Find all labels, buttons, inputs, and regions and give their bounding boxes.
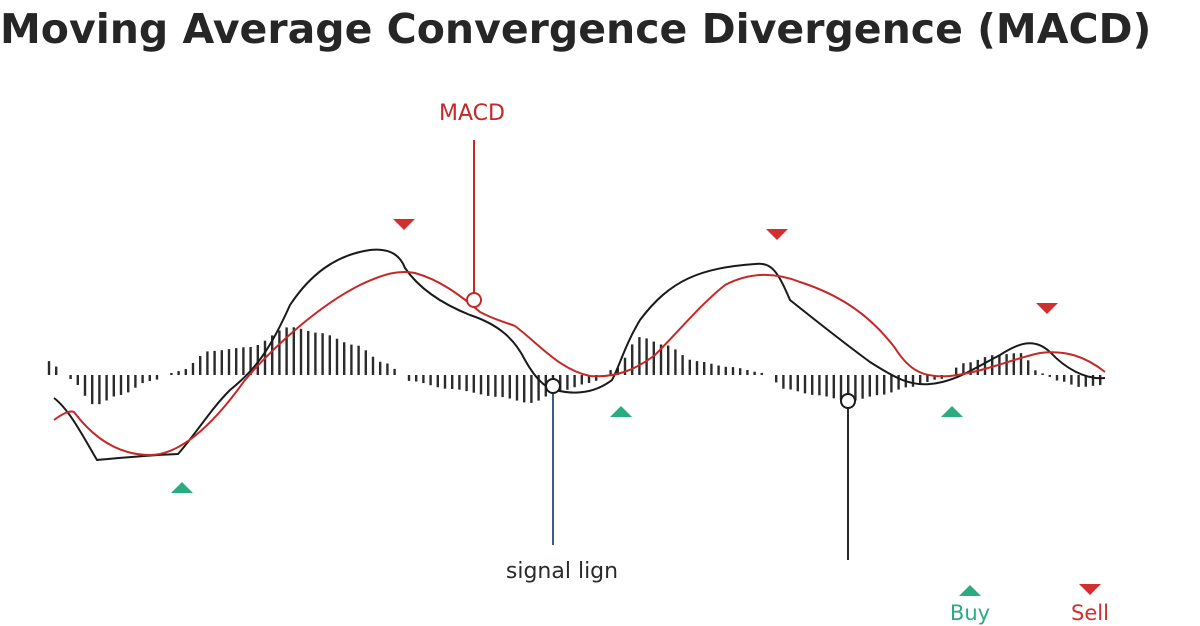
legend-buy-label: Buy xyxy=(950,601,990,625)
sell-signal-icon xyxy=(766,229,788,240)
signal-line xyxy=(53,248,1106,462)
sell-signal-icon xyxy=(393,219,415,230)
macd-line xyxy=(53,270,1106,457)
signal-callout-label: signal lign xyxy=(506,559,618,584)
buy-signal-icon xyxy=(171,482,193,493)
page-title: Moving Average Convergence Divergence (M… xyxy=(0,5,1152,53)
signal-callout-marker xyxy=(545,378,561,394)
legend-sell-label: Sell xyxy=(1071,601,1109,625)
macd-callout-label: MACD xyxy=(439,101,505,126)
buy-signal-icon xyxy=(941,406,963,417)
triangle-up-icon xyxy=(959,585,981,596)
buy-signal-icon xyxy=(610,406,632,417)
sell-signal-icon xyxy=(1036,303,1058,314)
histogram xyxy=(47,327,1102,405)
triangle-down-icon xyxy=(1079,584,1101,595)
legend: Buy Sell xyxy=(950,584,1109,625)
macd-callout-marker xyxy=(466,292,482,308)
crossing-marker xyxy=(840,393,856,409)
